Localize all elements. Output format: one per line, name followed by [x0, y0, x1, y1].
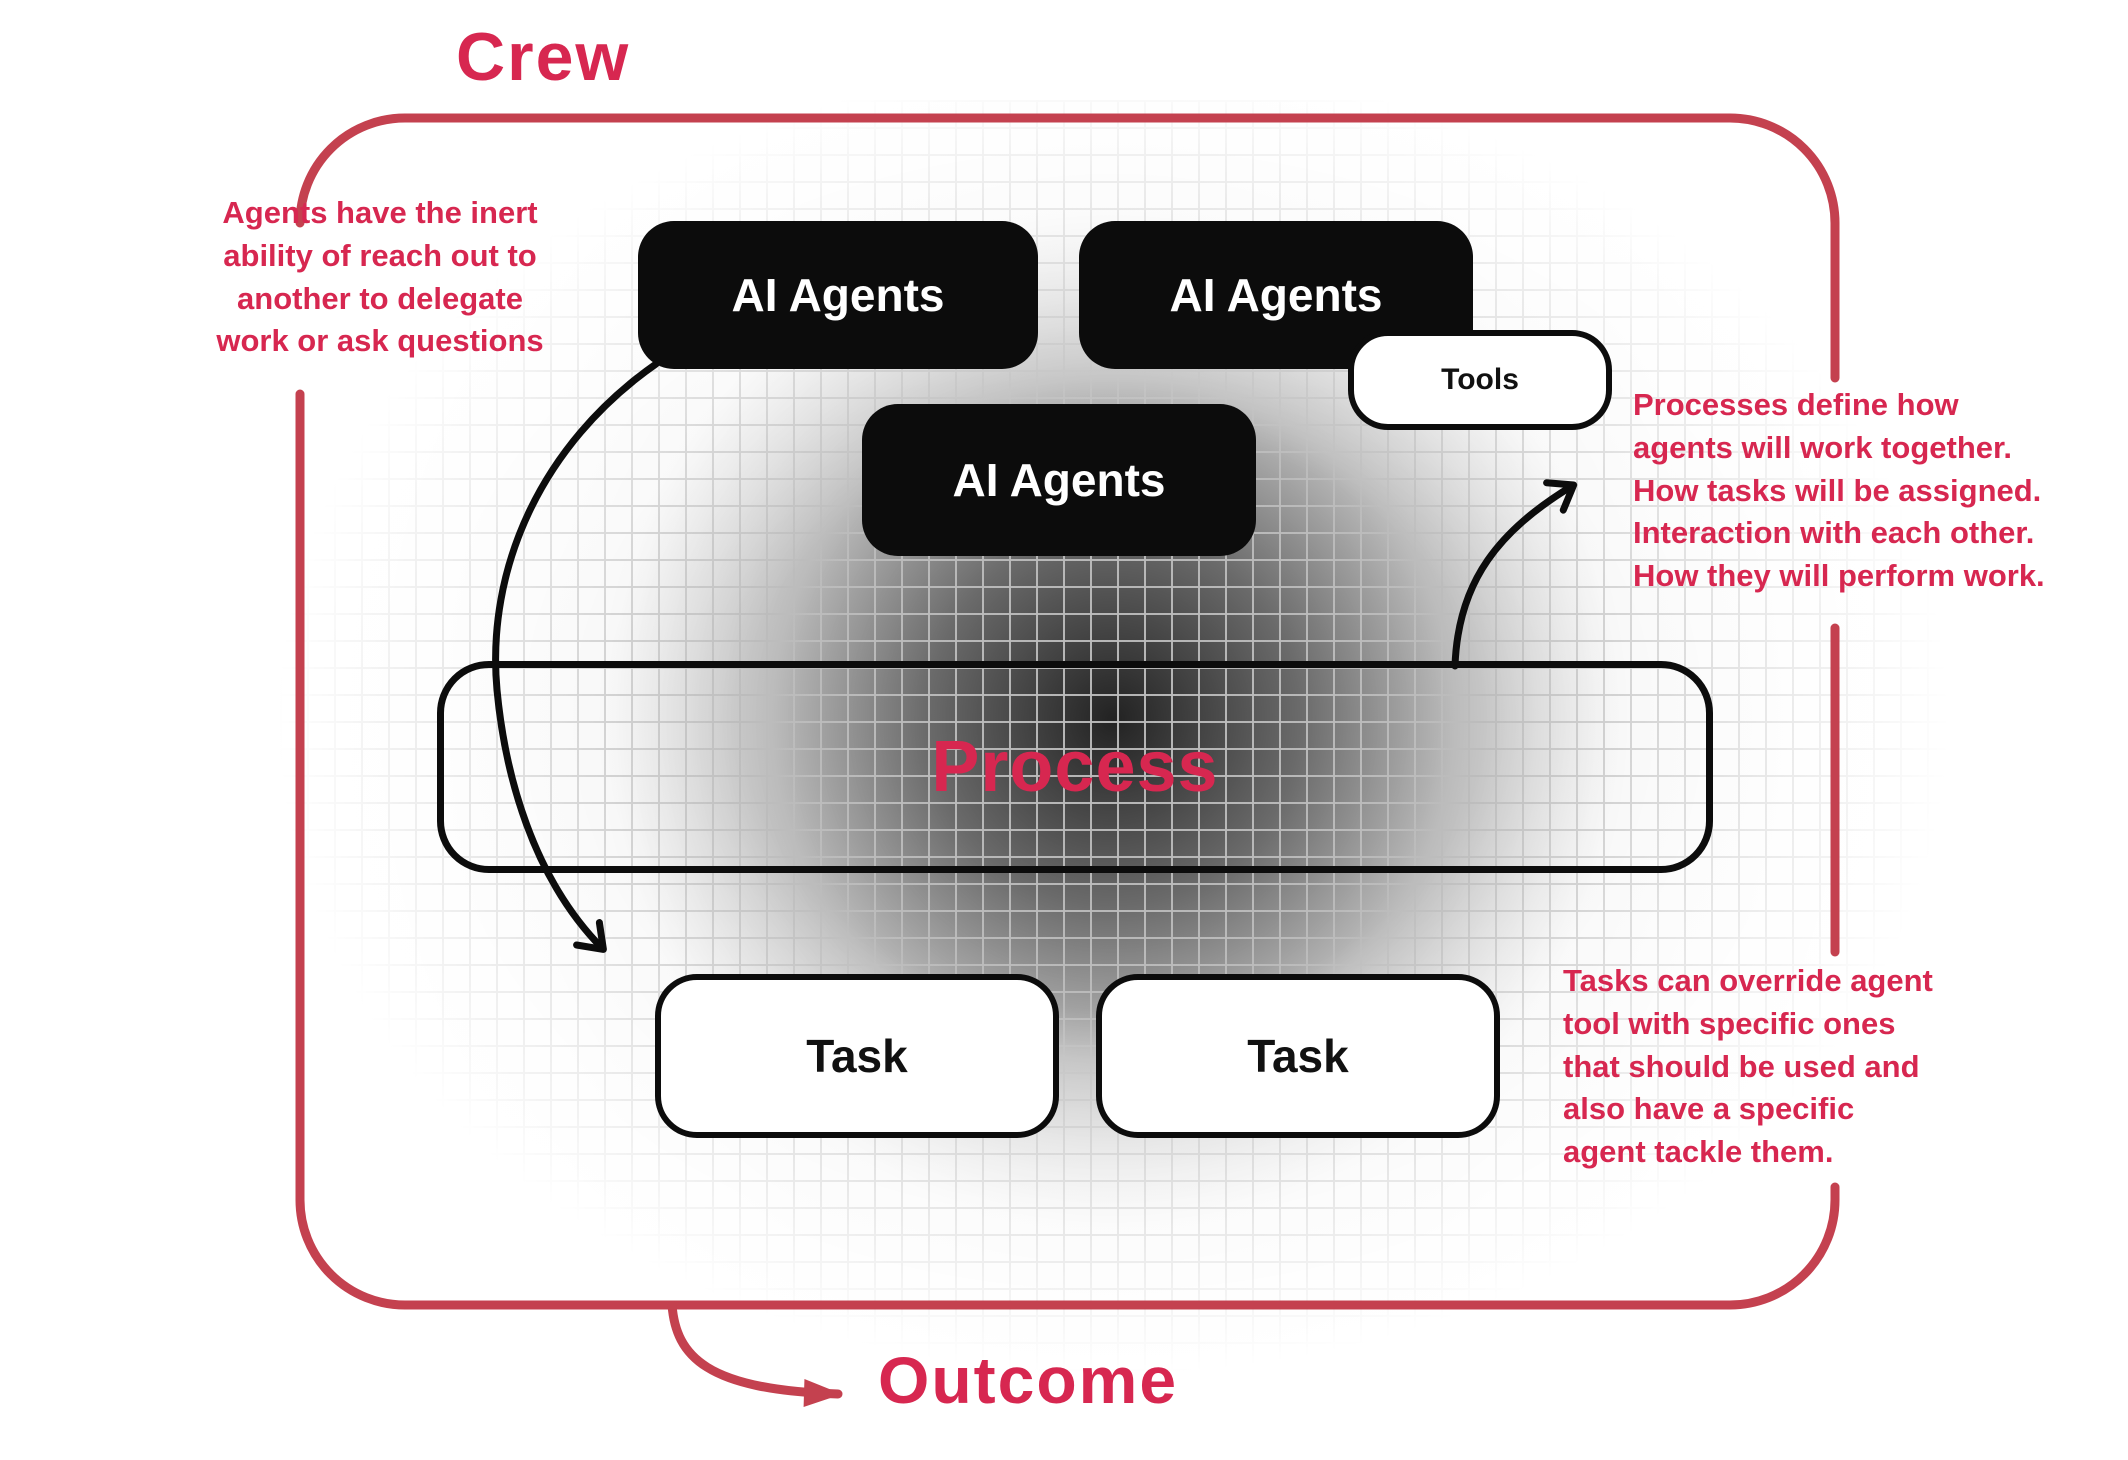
outcome-title: Outcome [878, 1343, 1179, 1417]
task-label-1: Task [806, 1030, 908, 1082]
note-line: agent tackle them. [1563, 1134, 1834, 1170]
note-line: agents will work together. [1633, 429, 2012, 465]
tools-label: Tools [1441, 363, 1519, 396]
note-line: How tasks will be assigned. [1633, 472, 2042, 508]
note-line: Tasks can override agent [1563, 963, 1933, 998]
note-line: ability of reach out to [223, 237, 537, 273]
ai-agents-label-3: AI Agents [952, 454, 1166, 506]
note-line: that should be used and [1563, 1048, 1920, 1084]
note-line: another to delegate [237, 280, 523, 316]
crew-title: Crew [456, 19, 631, 95]
agents-note: Agents have the inert ability of reach o… [170, 192, 590, 363]
note-line: How they will perform work. [1633, 558, 2045, 594]
note-line: Processes define how [1633, 387, 1959, 422]
note-line: Interaction with each other. [1633, 515, 2035, 551]
ai-agents-label-2: AI Agents [1169, 269, 1383, 321]
task-box-1: Task [655, 974, 1059, 1138]
ai-agents-box-1: AI Agents [638, 221, 1038, 369]
ai-agents-box-3: AI Agents [862, 404, 1256, 556]
process-note: Processes define how agents will work to… [1633, 384, 2128, 598]
task-label-2: Task [1247, 1030, 1349, 1082]
tools-box: Tools [1348, 330, 1612, 430]
note-line: Agents have the inert [222, 195, 538, 230]
task-box-2: Task [1096, 974, 1500, 1138]
ai-agents-label-1: AI Agents [731, 269, 945, 321]
process-label: Process [931, 727, 1219, 807]
process-box: Process [437, 661, 1713, 873]
note-line: work or ask questions [216, 323, 544, 359]
tasks-note: Tasks can override agent tool with speci… [1563, 960, 2043, 1174]
note-line: also have a specific [1563, 1091, 1855, 1127]
note-line: tool with specific ones [1563, 1005, 1896, 1041]
